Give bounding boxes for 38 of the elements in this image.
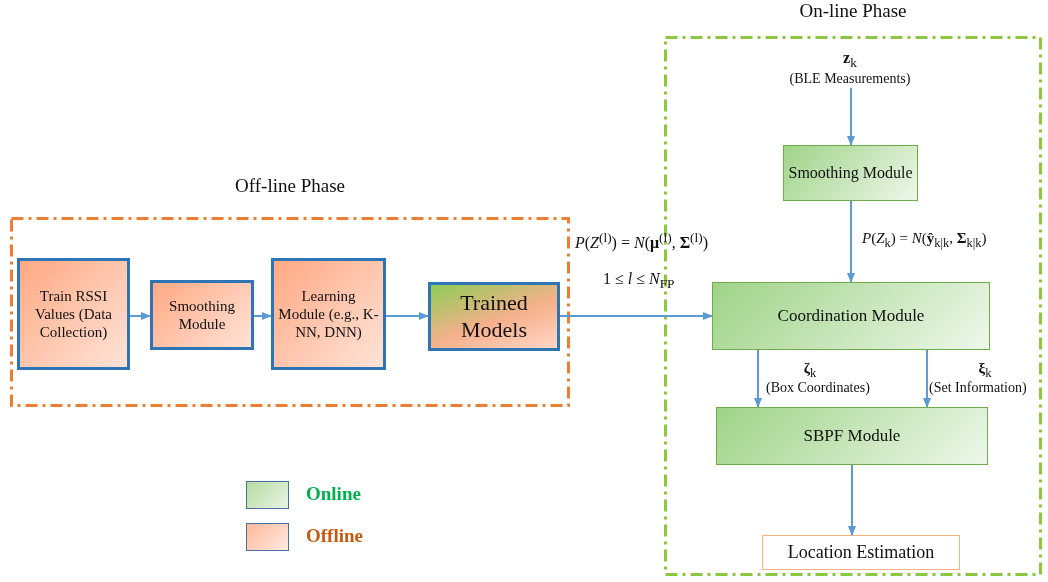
formula-label: P(Z$^{(l)}$) = N(μ$^{(l)}$, Σ$^{(l)}$) bbox=[575, 230, 709, 253]
arrow bbox=[754, 349, 762, 408]
arrow bbox=[848, 464, 856, 536]
symbol-label: z$_{k}$ bbox=[843, 48, 857, 72]
process-box bbox=[783, 145, 918, 201]
edge-note: (Box Coordinates) bbox=[766, 380, 870, 396]
box-label: Learning Module (e.g., K-NN, DNN) bbox=[278, 287, 379, 341]
arrow bbox=[129, 312, 151, 320]
process-box bbox=[150, 280, 254, 350]
formula-label: 1 ≤ l ≤ N$_{FP}$ bbox=[603, 270, 675, 293]
arrow bbox=[847, 200, 855, 283]
phase-heading: On-line Phase bbox=[798, 0, 908, 23]
input-caption: (BLE Measurements) bbox=[789, 71, 911, 88]
box-label: Location Estimation bbox=[787, 541, 935, 564]
box-label: Coordination Module bbox=[777, 305, 925, 327]
box-label: Trained Models bbox=[459, 290, 529, 343]
box-label: Smoothing Module bbox=[788, 163, 913, 183]
process-box bbox=[428, 282, 560, 351]
arrow bbox=[385, 312, 429, 320]
legend-label: Online bbox=[306, 483, 361, 505]
box-label: SBPF Module bbox=[803, 425, 901, 447]
edge-label: P(Z$_{k}$) = N(ŷ$_{k|k}$, Σ$_{k|k}$) bbox=[862, 230, 987, 251]
edge-note: (Set Information) bbox=[929, 380, 1027, 396]
process-box bbox=[17, 258, 130, 370]
edge-label: ξ$_{k}$ bbox=[978, 360, 992, 381]
box-label: Train RSSI Values (Data Collection) bbox=[33, 287, 114, 341]
arrow bbox=[923, 349, 931, 408]
phase-heading: Off-line Phase bbox=[234, 175, 346, 198]
arrow bbox=[847, 87, 855, 146]
edge-label: ζ$_{k}$ bbox=[803, 360, 817, 381]
arrow bbox=[253, 312, 272, 320]
legend-label: Offline bbox=[306, 525, 363, 547]
process-box bbox=[762, 535, 960, 570]
process-box bbox=[271, 258, 386, 370]
arrow bbox=[559, 312, 713, 320]
process-box bbox=[716, 407, 988, 465]
box-label: Smoothing Module bbox=[168, 297, 236, 333]
process-box bbox=[712, 282, 990, 350]
